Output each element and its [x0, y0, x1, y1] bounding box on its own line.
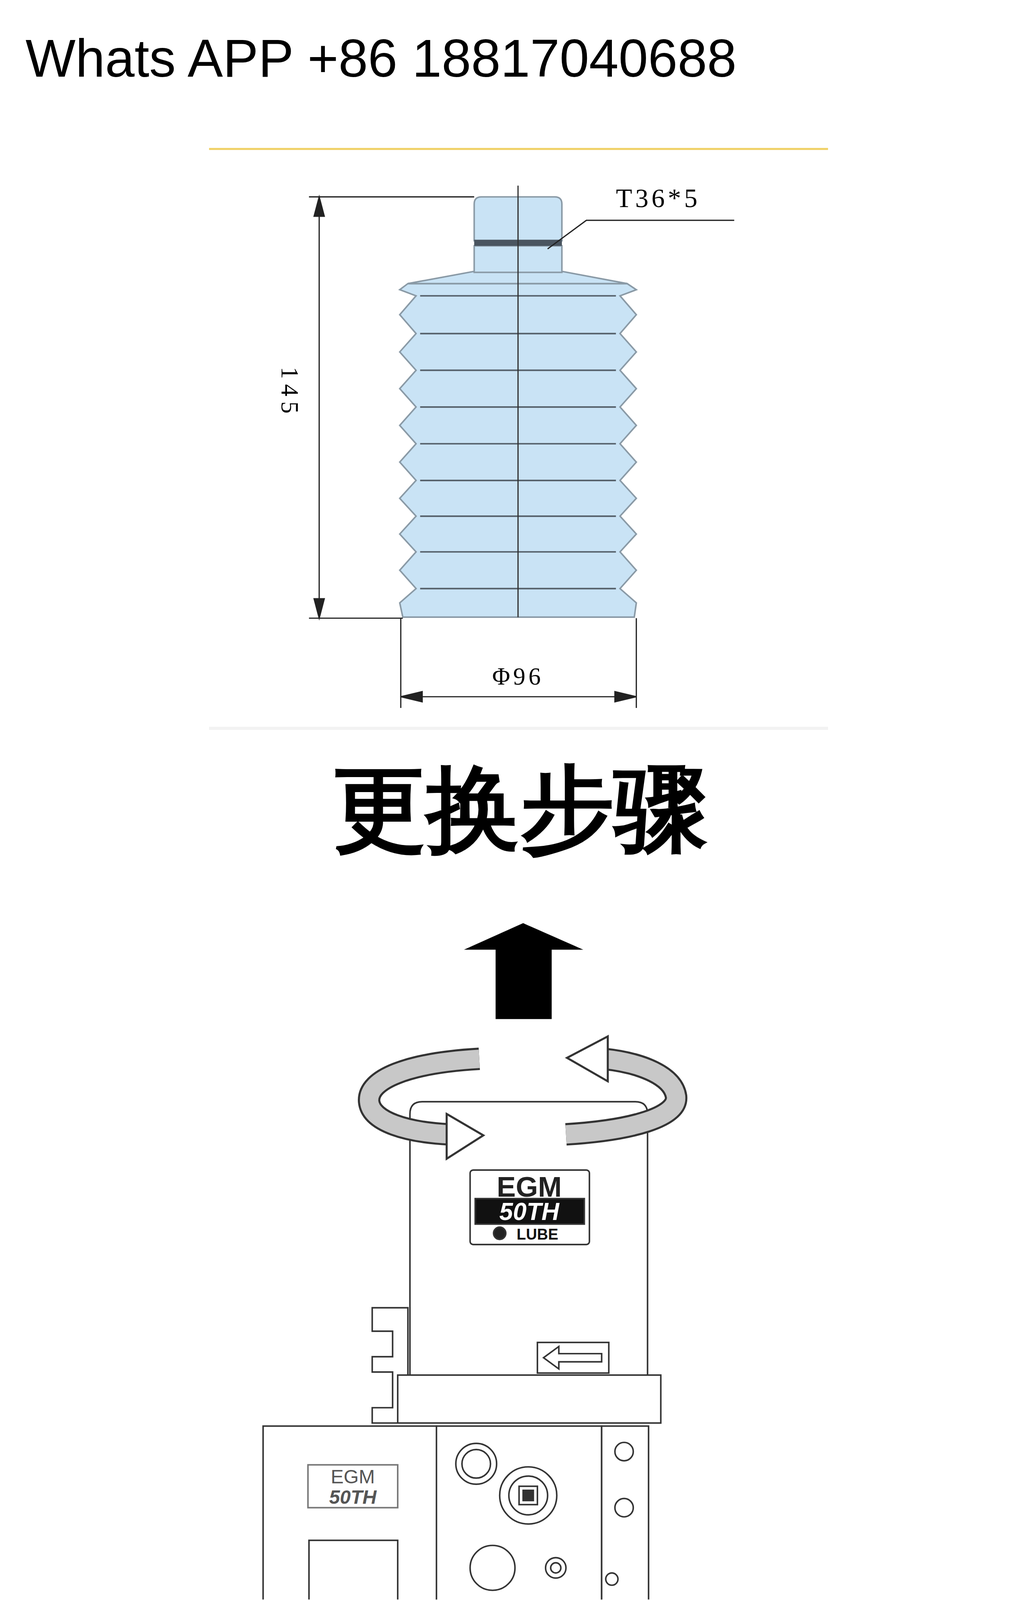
model-label: 50TH: [499, 1199, 560, 1224]
rotate-arrow: [566, 1035, 608, 1081]
dimension-line: [635, 618, 637, 708]
pump-housing: [550, 1562, 561, 1573]
pump-housing: [470, 1544, 516, 1590]
dimension-line: [314, 197, 325, 217]
pump-housing: [309, 1539, 398, 1600]
pump-housing: [601, 1425, 649, 1600]
divider-line: [209, 148, 829, 729]
pump-housing: [523, 1489, 534, 1500]
pump-housing: [614, 1497, 634, 1517]
pump-housing: [470, 1169, 590, 1245]
dimension-line: [400, 691, 422, 702]
rotate-arrow: [446, 1113, 484, 1159]
pump-housing: [436, 1425, 602, 1600]
pump-housing: [545, 1556, 567, 1578]
pump-housing: [499, 1466, 557, 1524]
pump-housing: [455, 1442, 497, 1484]
dimension-line: [309, 197, 637, 709]
brand-label: EGM: [330, 1466, 375, 1487]
dimension-line: [400, 618, 402, 708]
dimension-line: [404, 696, 633, 698]
dimension-line: [309, 196, 475, 198]
pump-housing: [263, 1425, 437, 1600]
pump-housing: [397, 1374, 662, 1423]
bottle-drawing: [517, 185, 519, 618]
pump-housing: [461, 1449, 491, 1478]
section-heading: 更换步骤: [332, 762, 708, 857]
brand-label: LUBE: [516, 1225, 559, 1242]
model-label: 50TH: [329, 1486, 377, 1507]
pump-housing: [518, 1485, 538, 1505]
pump-housing: [307, 1464, 398, 1508]
rotate-arrow: [566, 1058, 677, 1134]
dimension-line: [309, 617, 403, 619]
lift-arrow: [495, 947, 552, 1019]
watermark: Whats APP +86 18817040688: [25, 31, 737, 85]
pump-housing: [537, 1342, 609, 1373]
divider-line: [209, 726, 829, 730]
dimension-line: [314, 598, 325, 619]
pump-housing: [614, 1442, 634, 1461]
dimension-line: [318, 200, 320, 614]
pump-housing: [263, 1101, 662, 1600]
diameter-dimension: Φ96: [492, 663, 544, 689]
pump-housing: [605, 1572, 618, 1585]
brand-label: EGM: [496, 1172, 562, 1202]
pump-housing: [543, 1346, 602, 1369]
leader-line: [547, 220, 735, 250]
lift-arrow: [464, 923, 584, 1019]
dimension-line: [614, 691, 637, 702]
lift-arrow: [464, 923, 584, 950]
height-dimension: 145: [277, 366, 302, 419]
pump-housing: [493, 1226, 506, 1239]
bottle-drawing: [399, 185, 637, 618]
pump-housing: [509, 1475, 548, 1515]
rotate-arrow: [566, 1058, 677, 1134]
divider-line: [209, 147, 829, 150]
leader-line: [547, 220, 735, 250]
pump-housing: [475, 1198, 585, 1224]
thread-dimension: T36*5: [616, 185, 701, 213]
rotate-arrow: [369, 1035, 677, 1159]
